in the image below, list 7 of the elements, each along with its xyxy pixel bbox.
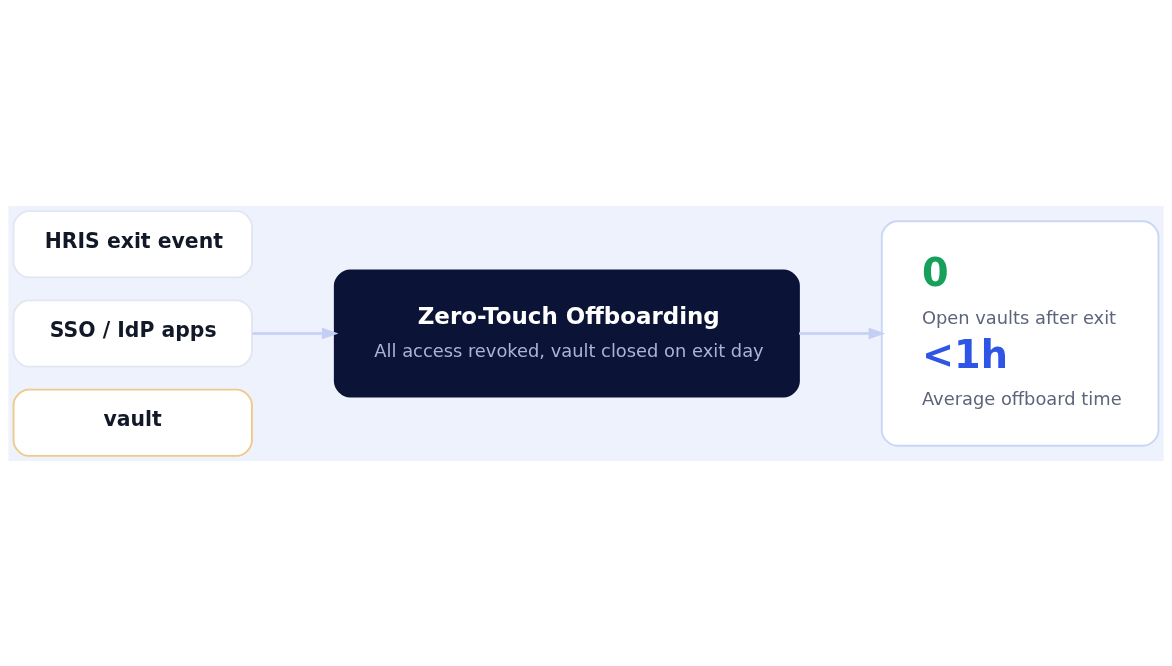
node-box: Zero-Touch Offboarding All access revoked, vault closed on exit day [333, 268, 800, 398]
node-box: 0 Open vaults after exit <1h Average offboard time [880, 219, 1160, 447]
arrow [799, 327, 886, 339]
arrow [252, 327, 339, 339]
node-box: HRIS exit event [12, 209, 253, 278]
node-box: SSO / IdP apps [12, 298, 253, 368]
node-box: vault [12, 388, 253, 457]
